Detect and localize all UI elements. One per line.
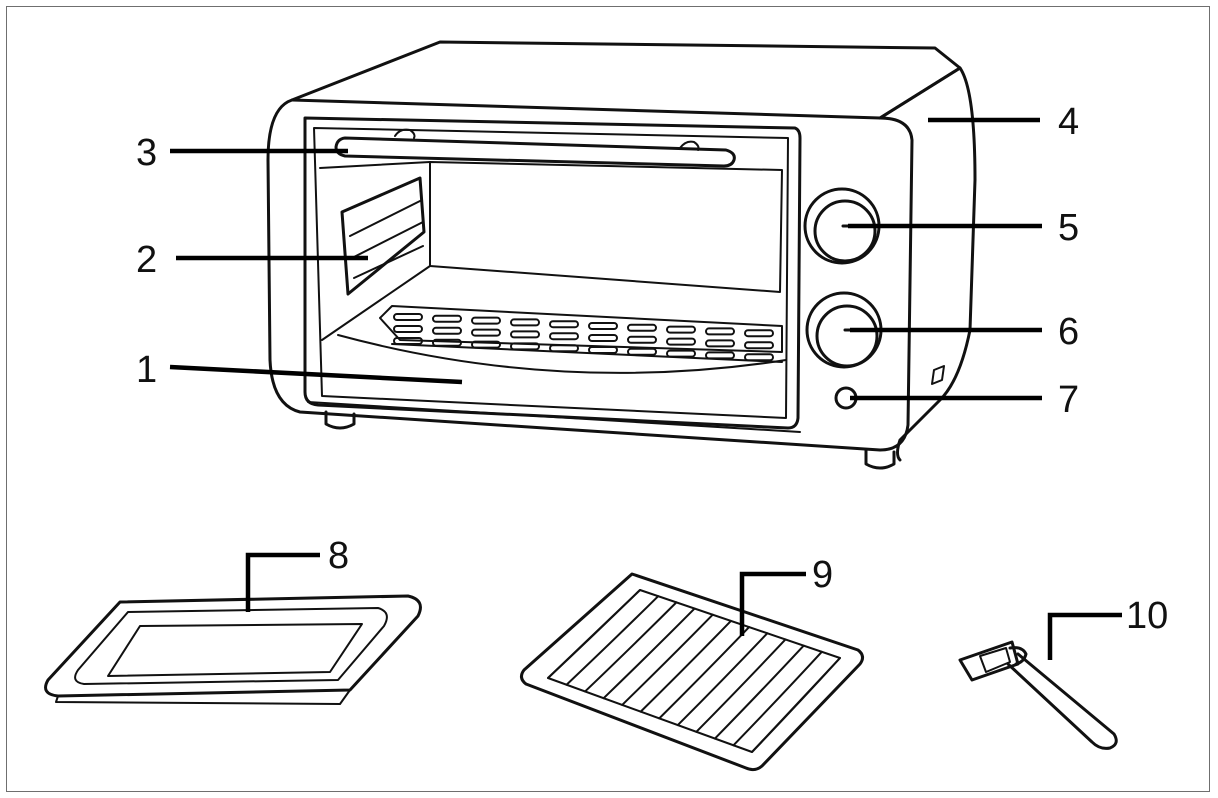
rack-slot xyxy=(744,329,774,338)
rack-slots xyxy=(393,313,774,362)
oven-top-surface xyxy=(290,40,962,120)
rack-slot xyxy=(432,338,462,347)
wire-bar xyxy=(676,632,769,727)
rack-slot xyxy=(510,318,540,327)
rack-slot xyxy=(471,328,501,337)
leader-line-9 xyxy=(739,571,806,636)
rack-slot xyxy=(393,313,423,321)
callout-10: 10 xyxy=(1126,595,1168,637)
oven-door xyxy=(303,116,802,430)
callout-3: 3 xyxy=(136,132,157,174)
callout-numbers: 1 2 3 4 5 6 7 8 9 10 xyxy=(136,101,1168,637)
tray-handle-illustration xyxy=(958,640,1118,750)
rack-slot xyxy=(627,323,657,332)
rack-slot xyxy=(744,341,774,350)
wire-rack-bars xyxy=(547,589,841,753)
rack-slot xyxy=(588,346,618,354)
oven-front-face xyxy=(266,98,914,452)
rack-slot xyxy=(588,334,618,342)
rack-slot xyxy=(666,337,696,346)
oven-illustration xyxy=(266,40,977,470)
rack-slot xyxy=(588,322,618,330)
wire-bar xyxy=(565,595,660,686)
callout-2: 2 xyxy=(136,239,157,281)
callout-5: 5 xyxy=(1058,207,1079,249)
oven-feet xyxy=(324,365,945,470)
rack-slot xyxy=(393,337,423,345)
rack-slot xyxy=(432,314,462,323)
leader-line-10 xyxy=(1047,612,1122,660)
rack-slot xyxy=(471,340,501,349)
oven-cavity xyxy=(429,161,783,293)
wire-bar xyxy=(713,644,805,740)
rack-slot xyxy=(705,351,735,360)
rack-slot xyxy=(510,342,540,351)
callout-1: 1 xyxy=(136,349,157,391)
wire-bar xyxy=(732,650,823,747)
callout-7: 7 xyxy=(1058,379,1079,421)
wire-bar xyxy=(547,589,641,679)
rack-slot xyxy=(705,339,735,348)
rack-slot xyxy=(549,332,579,341)
callout-8: 8 xyxy=(328,535,349,577)
rack-slot xyxy=(666,349,696,358)
rack-slot xyxy=(471,316,501,325)
rack-slot xyxy=(627,347,657,356)
rack-slot xyxy=(705,327,735,336)
wire-bar xyxy=(751,657,841,753)
wire-bar xyxy=(658,626,751,720)
wire-bar xyxy=(602,607,696,700)
rack-slot xyxy=(393,325,423,333)
rack-slot xyxy=(549,344,579,353)
leader-lines xyxy=(169,117,1122,660)
rack-slot xyxy=(510,330,540,339)
oven-inner-rack xyxy=(379,305,783,363)
rack-slot xyxy=(666,325,696,334)
callout-4: 4 xyxy=(1058,101,1079,143)
wire-bar xyxy=(639,619,732,713)
callout-6: 6 xyxy=(1058,311,1079,353)
oven-side-panel xyxy=(878,66,977,462)
leader-line-1 xyxy=(169,364,463,385)
diagram-frame xyxy=(6,6,1210,792)
baking-tray-illustration xyxy=(44,594,422,705)
heating-element xyxy=(340,176,426,296)
rack-slot xyxy=(627,335,657,344)
rack-slot xyxy=(549,320,579,329)
leader-line-8 xyxy=(245,552,320,612)
rack-slot xyxy=(432,326,462,335)
wire-bar xyxy=(584,601,678,693)
door-handle-bar xyxy=(334,128,736,168)
callout-9: 9 xyxy=(812,554,833,596)
wire-bar xyxy=(695,638,787,733)
wire-rack-illustration xyxy=(519,572,865,772)
rack-slot xyxy=(744,353,774,362)
wire-bar xyxy=(621,613,714,706)
